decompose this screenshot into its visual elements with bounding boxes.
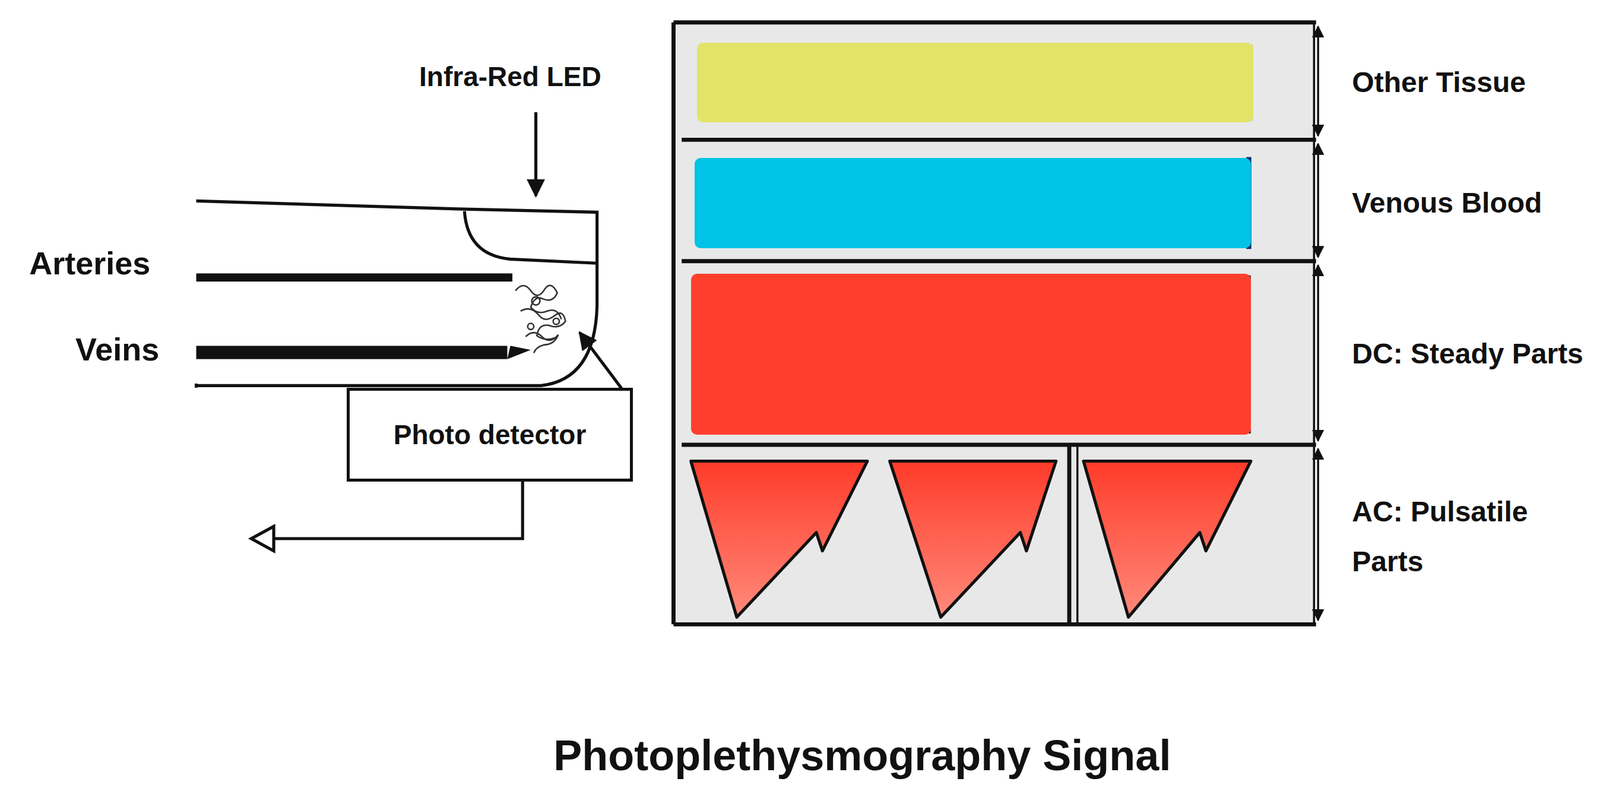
dc-band: DC: Steady Parts — [691, 273, 1252, 436]
dimension-arrow — [1316, 26, 1319, 621]
photo-detector-box: Photo detector — [346, 387, 633, 482]
band-label: Venous Blood — [1351, 178, 1596, 228]
capillaries — [515, 285, 566, 354]
vein-label: Veins — [75, 330, 160, 368]
output-arrowhead — [251, 526, 274, 551]
light-arrow — [579, 332, 623, 390]
ppg-waveform — [691, 460, 1251, 617]
led-arrow — [534, 112, 538, 196]
vein-end — [507, 345, 531, 359]
band-label: Other Tissue — [1351, 57, 1596, 108]
band-label: AC: Pulsatile Parts — [1351, 486, 1596, 587]
led-label: Infra-Red LED — [419, 60, 602, 93]
signal-panel — [673, 22, 1316, 625]
output-line — [267, 481, 523, 539]
node-text: Photo detector — [393, 418, 587, 451]
panel-lines — [673, 22, 1316, 625]
ac-band: AC: Pulsatile Parts — [685, 452, 1258, 621]
finger — [196, 200, 598, 388]
artery-label: Arteries — [29, 244, 151, 282]
band-label: DC: Steady Parts — [1351, 328, 1596, 379]
artery — [196, 273, 513, 282]
tissue-band: Other Tissue — [696, 42, 1254, 123]
vein — [196, 345, 508, 359]
caption: Photoplethysmography Signal — [553, 730, 1171, 780]
venous-band: Venous Blood — [694, 157, 1251, 248]
